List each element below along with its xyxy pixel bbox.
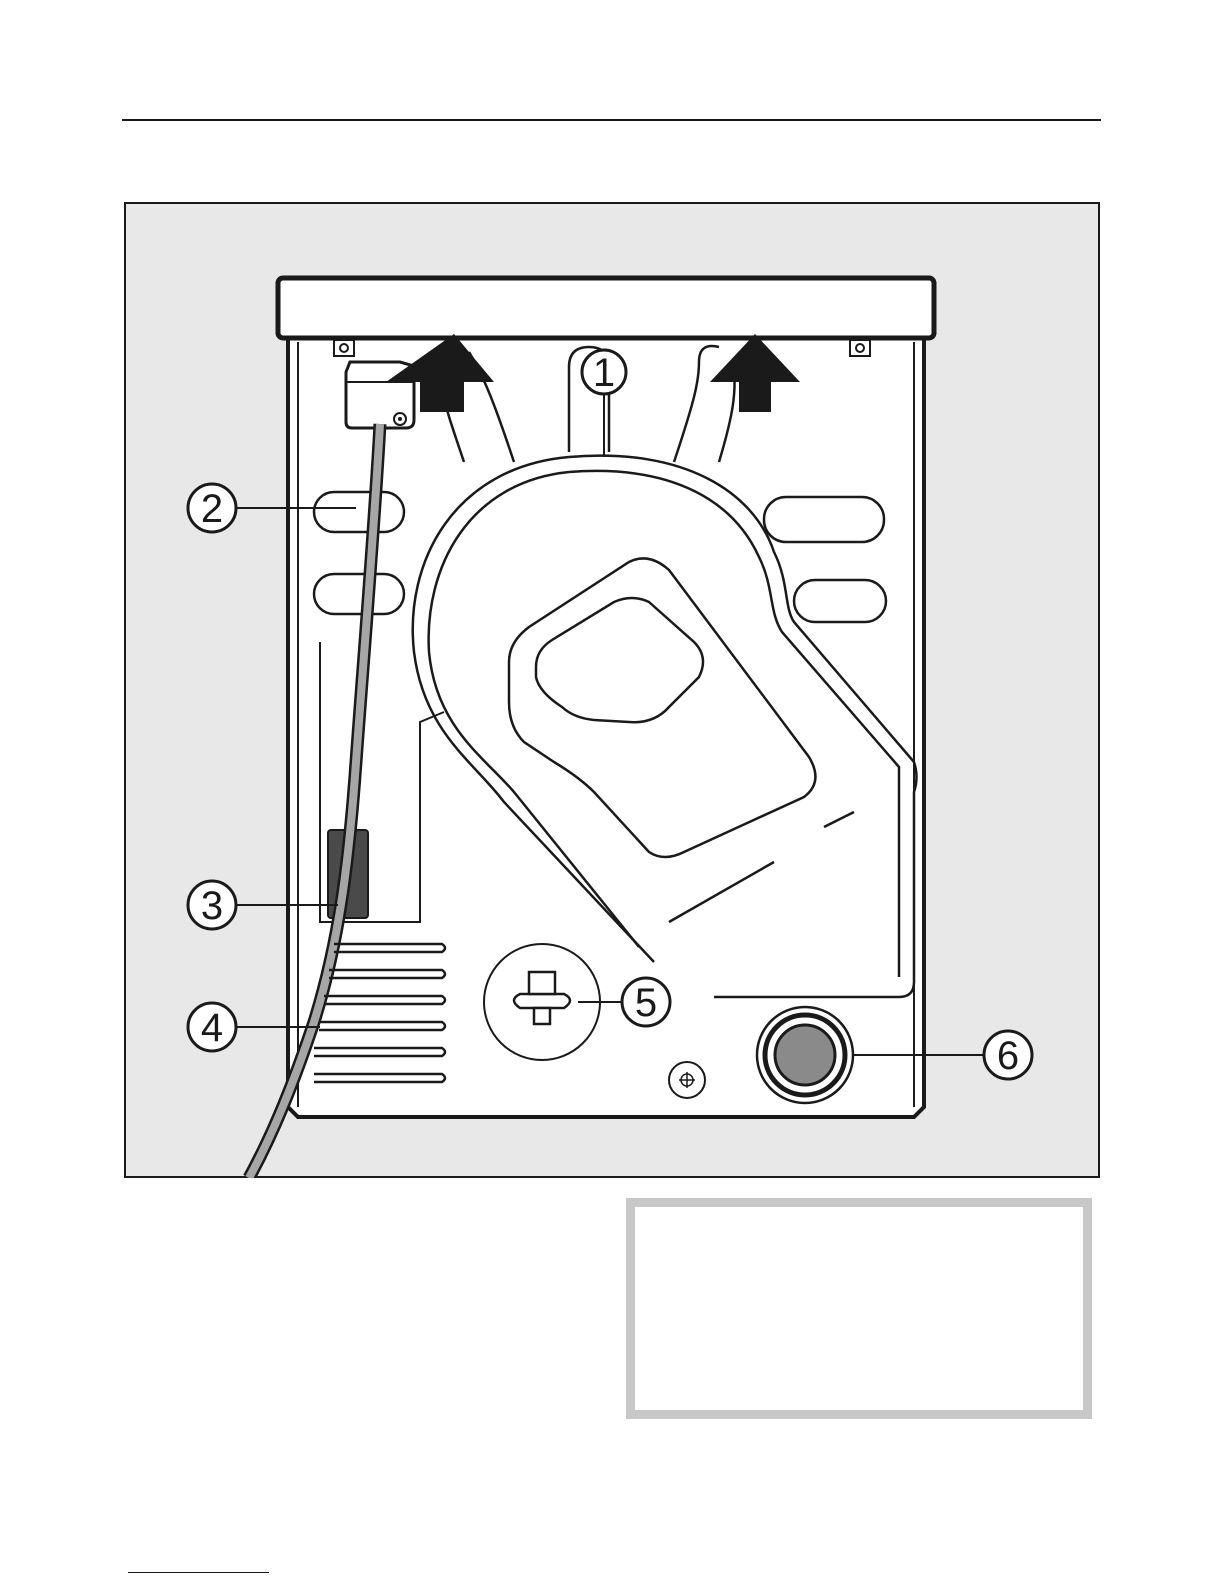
callout-6-label: 6 — [997, 1034, 1019, 1078]
callout-5-label: 5 — [635, 981, 657, 1025]
appliance-rear-figure: 1 2 3 4 5 6 — [124, 202, 1100, 1178]
hinge-right — [850, 340, 870, 356]
callout-3-label: 3 — [201, 884, 223, 928]
drain-nut — [529, 972, 555, 994]
drain-connector — [514, 994, 570, 1008]
callout-4: 4 — [188, 1003, 236, 1051]
header-rule — [122, 119, 1101, 121]
port-cap — [775, 1025, 835, 1085]
callout-2-label: 2 — [201, 487, 223, 531]
callout-6: 6 — [984, 1031, 1032, 1079]
drain-stub — [534, 1008, 550, 1024]
callout-5: 5 — [622, 978, 670, 1026]
callout-1: 1 — [582, 350, 626, 395]
hinge-left — [334, 340, 354, 356]
power-box-screw-center — [398, 417, 402, 421]
callout-1-label: 1 — [593, 351, 615, 395]
callout-3: 3 — [188, 881, 236, 929]
callout-4-label: 4 — [201, 1006, 223, 1050]
note-box — [626, 1198, 1092, 1419]
rear-view-illustration: 1 2 3 4 5 6 — [124, 202, 1100, 1178]
top-lid — [278, 278, 934, 338]
callout-2: 2 — [188, 484, 236, 532]
footnote-rule — [128, 1572, 269, 1573]
